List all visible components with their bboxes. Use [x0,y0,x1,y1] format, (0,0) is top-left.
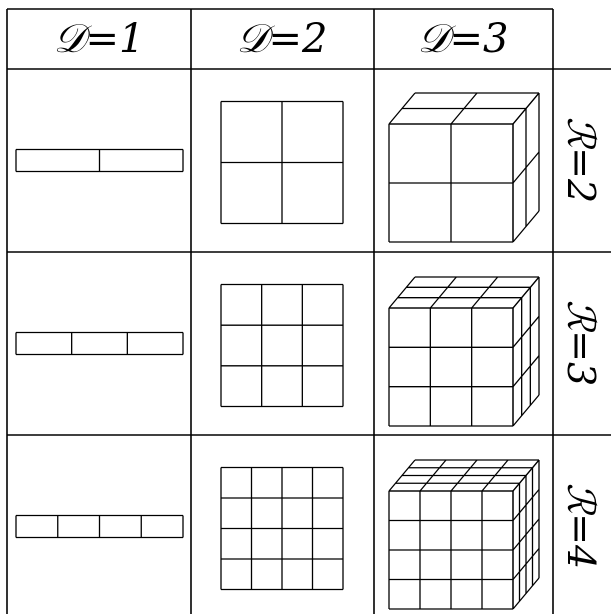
cube-top-depth [429,276,457,309]
cube-right-depth [512,276,540,309]
cube-right-depth [512,210,540,243]
1d-grid-r3 [15,331,184,356]
header-d2: 𝒟=2 [237,16,328,62]
cube-right-depth [512,355,540,388]
row-label-r3: ℛ=3 [559,300,603,386]
cube-right-depth [512,577,540,610]
cube-right-depth [512,315,540,348]
1d-grid-r4 [15,514,184,539]
3d-grid-r2 [388,92,540,243]
cube-top-depth [481,459,509,492]
header-d1: 𝒟=1 [54,16,145,62]
2d-grid-r3 [220,283,344,408]
table-frame [6,8,611,614]
cube-top-depth [471,276,499,309]
cube-top-depth [388,276,416,309]
header-d3: 𝒟=3 [418,16,509,62]
1d-grid-r2 [15,148,184,173]
row-label-r2: ℛ=2 [559,117,603,203]
2d-grid-r4 [220,466,344,591]
cube-right-depth [512,548,540,580]
3d-grid-r4 [388,459,540,610]
cube-right-depth [512,394,540,427]
2d-grid-r2 [220,100,344,225]
row-label-r4: ℛ=4 [559,483,603,569]
3d-grid-r3 [388,276,540,427]
